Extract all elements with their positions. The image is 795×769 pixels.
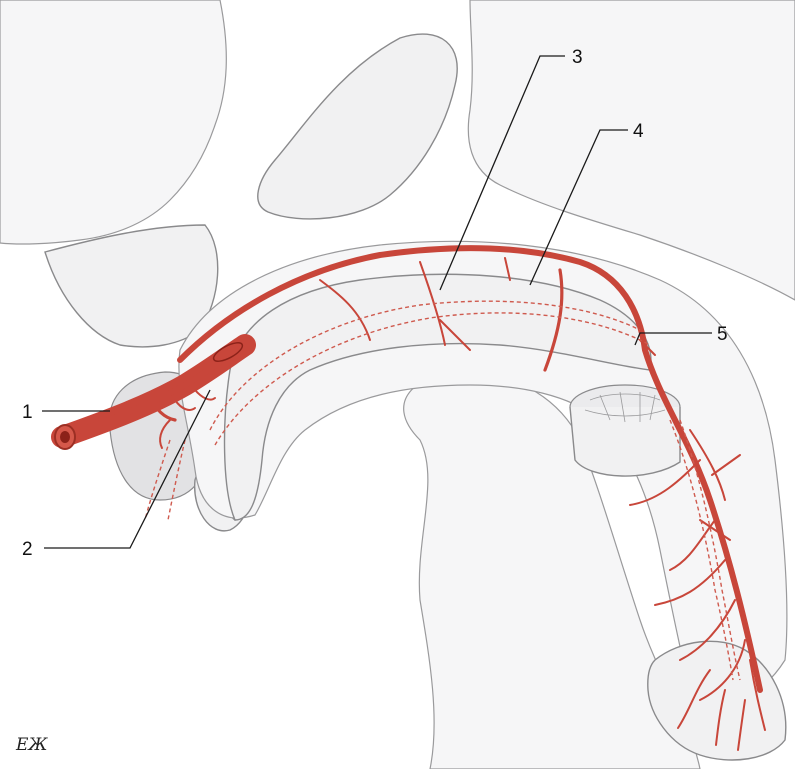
artist-signature: ЕЖ [15, 735, 48, 755]
body-contour-left [0, 0, 226, 244]
label-4: 4 [633, 121, 644, 142]
label-5: 5 [717, 324, 728, 345]
obturator-foramen [258, 34, 457, 219]
label-1: 1 [22, 402, 33, 423]
bulb-outline [45, 225, 218, 347]
cross-section-body [570, 407, 680, 476]
label-2: 2 [22, 539, 33, 560]
label-3: 3 [572, 47, 583, 68]
